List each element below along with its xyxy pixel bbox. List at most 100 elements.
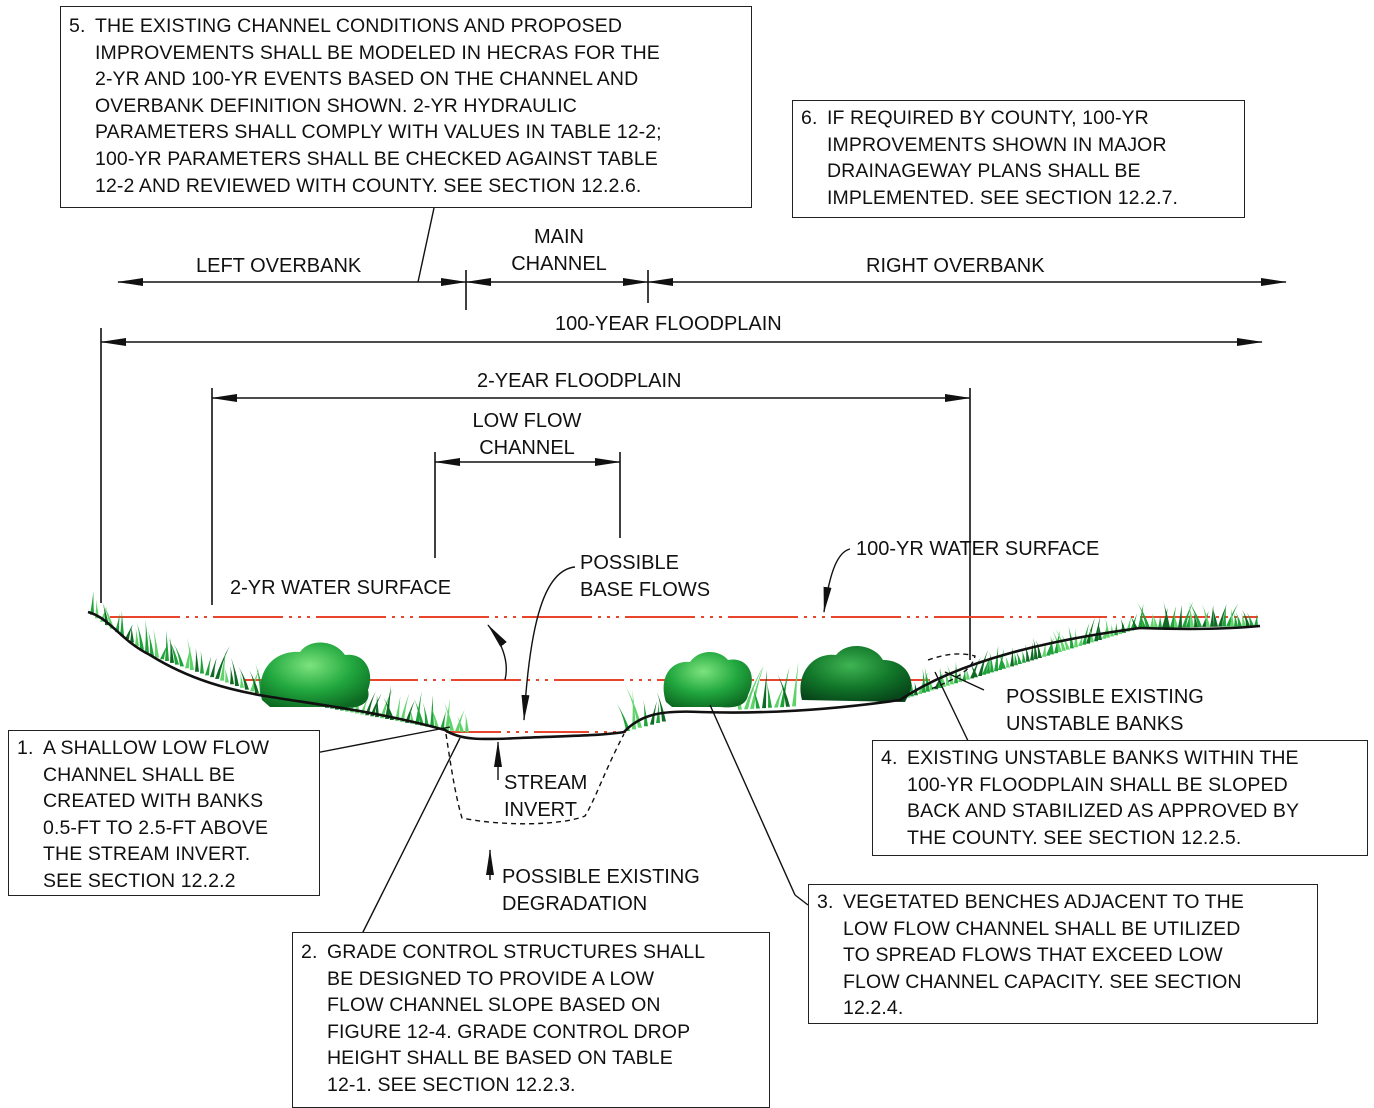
grass-blade <box>410 708 414 724</box>
grass-blade <box>165 629 169 662</box>
grass-blade <box>205 656 212 676</box>
note-4-text: EXISTING UNSTABLE BANKS WITHIN THE 100-Y… <box>907 747 1300 849</box>
grass-blade <box>1130 616 1138 630</box>
grass-blade <box>135 628 139 646</box>
grass-blade <box>168 637 179 665</box>
grass-blade <box>1015 650 1022 664</box>
grass-blade <box>405 700 415 723</box>
note-3-text: VEGETATED BENCHES ADJACENT TO THE LOW FL… <box>843 891 1244 1020</box>
note-6-number: 6. <box>801 107 818 129</box>
unstable-bank-outline <box>927 653 976 691</box>
ws-100yr-label: 100-YR WATER SURFACE <box>856 538 1100 560</box>
grass-blade <box>240 673 244 688</box>
grass-blade <box>1193 612 1198 628</box>
grass-blade <box>994 645 999 672</box>
grass-blade <box>1230 608 1234 627</box>
grass-blade <box>632 688 636 730</box>
grass-blade <box>1050 635 1054 655</box>
grass-blade <box>395 696 401 721</box>
grass-blade <box>1242 609 1250 627</box>
note-3: 3. VEGETATED BENCHES ADJACENT TO THE LOW… <box>808 884 1318 1024</box>
grass-blade <box>1136 601 1150 628</box>
note-5: 5. THE EXISTING CHANNEL CONDITIONS AND P… <box>60 6 752 208</box>
grass-blade <box>445 698 450 731</box>
note-1: 1. A SHALLOW LOW FLOW CHANNEL SHALL BE C… <box>8 730 320 896</box>
floodplain-2-dimension <box>211 388 971 660</box>
grass-blade <box>623 682 642 728</box>
main-channel-label: MAIN CHANNEL <box>511 226 607 275</box>
low-flow-channel-label: LOW FLOW CHANNEL <box>472 410 582 459</box>
grass-blade <box>774 684 785 708</box>
grass-blade <box>1212 607 1218 627</box>
grass-blade <box>1150 613 1154 628</box>
grass-blade <box>455 709 465 732</box>
grass-blade <box>430 706 439 729</box>
grass-blade <box>1188 603 1194 628</box>
right-overbank-label: RIGHT OVERBANK <box>866 255 1045 277</box>
grass-blade <box>145 619 149 653</box>
unstable-banks-label: POSSIBLE EXISTING UNSTABLE BANKS <box>1006 686 1204 735</box>
grass-blade <box>1210 604 1214 627</box>
grass-blade <box>1068 626 1074 649</box>
grass-blade <box>200 650 204 674</box>
grass-blade <box>195 648 199 672</box>
grass-blade <box>1055 628 1066 651</box>
grass-blade <box>978 649 989 676</box>
grass-blade <box>969 663 978 678</box>
grass-blade <box>1234 613 1238 627</box>
note-3-number: 3. <box>817 891 834 913</box>
grass-blade <box>120 610 124 636</box>
grass-blade <box>643 699 648 727</box>
degradation-outline <box>445 733 625 825</box>
grass-blade <box>115 613 120 633</box>
grass-blade <box>238 666 249 690</box>
grass-blade <box>1061 634 1070 650</box>
grass-blade <box>1186 613 1191 628</box>
grass-blade <box>962 669 966 681</box>
grass-blade <box>430 694 434 728</box>
grass-blade <box>750 664 765 709</box>
grass-blade <box>1102 625 1108 639</box>
grass-blade <box>422 702 429 727</box>
grass-blade <box>792 661 799 707</box>
grass-blade <box>762 669 768 709</box>
shrubs <box>260 642 912 708</box>
degradation-label: POSSIBLE EXISTING DEGRADATION <box>502 866 700 915</box>
grass-blade <box>249 669 259 694</box>
grass-blade <box>1078 634 1083 646</box>
note-5-text: THE EXISTING CHANNEL CONDITIONS AND PROP… <box>95 15 662 197</box>
floodplain-100-dimension <box>100 328 1263 603</box>
grass-blade <box>650 701 657 725</box>
grass-blade <box>998 654 1006 669</box>
grass-blade <box>220 652 226 681</box>
grass-blade <box>989 651 994 673</box>
grass-blade <box>1110 623 1114 637</box>
grass-blade <box>365 691 376 716</box>
grass-blade <box>776 672 790 707</box>
grass-blade <box>1126 616 1131 632</box>
grass-blade <box>1178 604 1182 628</box>
grass-blade <box>385 685 392 720</box>
grass-blade <box>1010 647 1014 667</box>
grass-blade <box>1235 611 1242 627</box>
grass-blade <box>210 657 217 678</box>
grass-blade <box>375 695 379 718</box>
grass-blade <box>95 599 99 619</box>
grass-blade <box>1218 604 1227 627</box>
grass-blade <box>1140 616 1146 628</box>
grass-blade <box>1162 607 1168 628</box>
grass-blade <box>383 697 394 720</box>
grass-blade <box>125 624 133 640</box>
overbank-dimension <box>117 270 1287 310</box>
grass-blade <box>1030 642 1034 661</box>
note-2-text: GRADE CONTROL STRUCTURES SHALL BE DESIGN… <box>327 941 706 1096</box>
grass-blade <box>185 646 191 669</box>
grass-blade <box>1222 605 1226 627</box>
grass-blade <box>986 657 990 674</box>
note-6-text: IF REQUIRED BY COUNTY, 100-YR IMPROVEMEN… <box>827 107 1179 209</box>
grass-blade <box>1033 637 1038 660</box>
base-flows-label: POSSIBLE BASE FLOWS <box>580 552 711 601</box>
note-4-number: 4. <box>881 747 898 769</box>
